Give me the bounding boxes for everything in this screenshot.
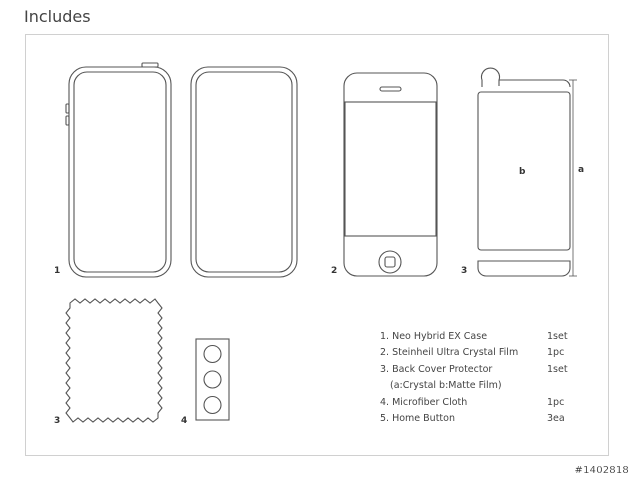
- list-item: 1. Neo Hybrid EX Case 1set: [380, 331, 580, 347]
- page-title: Includes: [24, 7, 91, 26]
- list-item: 5. Home Button 3ea: [380, 413, 580, 429]
- watermark-id: #1402818: [574, 465, 629, 476]
- dimension-label-a: a: [578, 165, 585, 175]
- list-item-label: 1. Neo Hybrid EX Case: [380, 331, 488, 342]
- list-item-qty: 1set: [547, 363, 568, 375]
- contents-list: 1. Neo Hybrid EX Case 1set 2. Steinheil …: [380, 331, 580, 429]
- label-item-3: 3: [461, 266, 468, 276]
- list-item-qty: 3ea: [547, 412, 565, 424]
- label-item-2: 2: [331, 266, 338, 276]
- list-item-label: (a:Crystal b:Matte Film): [390, 380, 502, 392]
- list-item-label: 5. Home Button: [380, 412, 455, 424]
- list-item-label: 4. Microfiber Cloth: [380, 396, 468, 408]
- label-item-1: 1: [54, 266, 61, 276]
- home-buttons-drawing: [195, 338, 230, 421]
- list-item: 4. Microfiber Cloth 1pc: [380, 397, 580, 413]
- label-home-button: 4: [181, 416, 188, 426]
- list-item-qty: 1pc: [547, 396, 565, 408]
- contents-frame: [25, 34, 609, 456]
- list-item: 2. Steinheil Ultra Crystal Film 1pc: [380, 347, 580, 363]
- label-cloth: 3: [54, 416, 61, 426]
- screen-film-drawing: [343, 72, 438, 277]
- case-front-drawing: [65, 62, 172, 278]
- list-item-note: (a:Crystal b:Matte Film): [380, 380, 580, 396]
- dimension-label-b: b: [519, 167, 526, 177]
- list-item-label: 2. Steinheil Ultra Crystal Film: [380, 347, 519, 359]
- list-item-label: 3. Back Cover Protector: [380, 363, 493, 375]
- list-item-qty: 1pc: [547, 347, 565, 359]
- case-back-drawing: [190, 66, 298, 278]
- cloth-drawing: [65, 298, 163, 423]
- list-item: 3. Back Cover Protector 1set: [380, 364, 580, 380]
- list-item-qty: 1set: [547, 331, 568, 342]
- back-cover-drawing: [477, 67, 577, 277]
